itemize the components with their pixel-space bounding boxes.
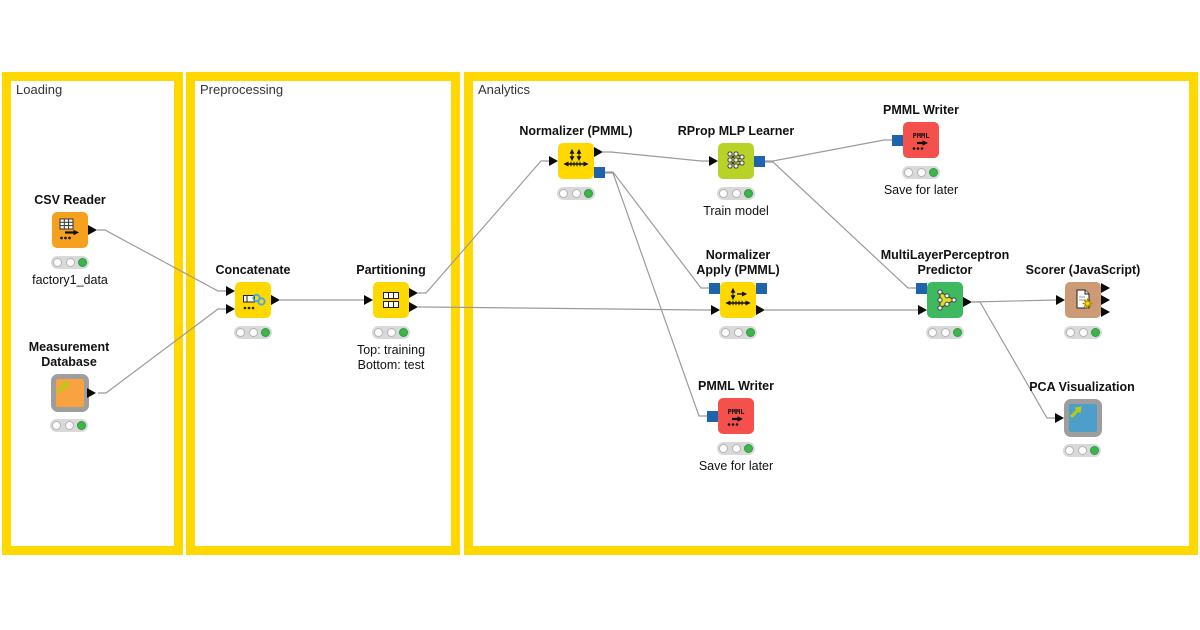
annotation-analytics-label: Analytics [478, 82, 531, 97]
node-partitioning[interactable]: Partitioning Top: training Bottom: test [356, 263, 425, 372]
traffic-light [234, 326, 272, 339]
traffic-light [50, 419, 88, 432]
output-port-pmml[interactable] [754, 156, 765, 167]
output-port[interactable] [963, 297, 972, 307]
traffic-light [926, 326, 964, 339]
input-port-data[interactable] [918, 305, 927, 315]
node-label: MultiLayerPerceptron Predictor [880, 248, 1010, 277]
connection-predictor-pca[interactable] [972, 301, 1055, 419]
node-rprop-mlp-learner[interactable]: RProp MLP Learner Train model [678, 124, 794, 218]
traffic-light [1064, 326, 1102, 339]
traffic-light [902, 166, 940, 179]
pmml-writer-icon: PMML [913, 132, 930, 150]
connection-normalizer-rprop[interactable] [603, 151, 709, 162]
concatenate-icon [243, 293, 266, 310]
traffic-light [717, 187, 755, 200]
traffic-light [717, 442, 755, 455]
svg-text:PMML: PMML [728, 408, 745, 416]
node-label: Normalizer (PMML) [519, 123, 633, 138]
node-label: PCA Visualization [1029, 379, 1135, 394]
node-comment: Top: training Bottom: test [356, 343, 426, 372]
node-label: PMML Writer [883, 102, 959, 117]
node-comment: Save for later [698, 459, 774, 473]
node-pca-visualization[interactable]: PCA Visualization [1029, 380, 1135, 457]
input-port-2[interactable] [226, 304, 235, 314]
component-arrow-icon [56, 381, 69, 394]
connection-partitioning-normalizer[interactable] [418, 160, 549, 294]
connection-measurementdb-concatenate[interactable] [98, 308, 226, 394]
node-label: CSV Reader [34, 192, 106, 207]
connection-rprop-predictor-pmml[interactable] [765, 161, 916, 289]
output-port-2[interactable] [1101, 295, 1110, 305]
svg-text:PMML: PMML [913, 132, 930, 140]
node-label: Scorer (JavaScript) [1025, 262, 1141, 277]
predictor-icon [937, 289, 957, 311]
connection-normalizer-normalizerapply-pmml[interactable] [605, 171, 709, 289]
node-measurement-database[interactable]: Measurement Database [29, 340, 109, 432]
input-port[interactable] [1055, 413, 1064, 423]
traffic-light [557, 187, 595, 200]
output-port[interactable] [88, 225, 97, 235]
scorer-icon [1076, 289, 1093, 309]
output-port-1[interactable] [1101, 283, 1110, 293]
node-mlp-predictor[interactable]: MultiLayerPerceptron Predictor [881, 248, 1009, 339]
connection-rprop-pmmlwritertop[interactable] [765, 139, 892, 162]
node-comment: Train model [703, 204, 769, 218]
output-port[interactable] [271, 295, 280, 305]
node-normalizer-apply[interactable]: Normalizer Apply (PMML) [696, 248, 780, 339]
input-port-pmml[interactable] [892, 135, 903, 146]
input-port-pmml[interactable] [709, 283, 720, 294]
input-port[interactable] [364, 295, 373, 305]
input-port-1[interactable] [226, 286, 235, 296]
node-normalizer-pmml[interactable]: Normalizer (PMML) [519, 124, 633, 200]
partitioning-icon [383, 292, 399, 308]
node-csv-reader[interactable]: CSV Reader factory1_data [32, 193, 108, 287]
output-port-data[interactable] [756, 305, 765, 315]
connection-normalizer-pmmlwriterbottom[interactable] [605, 172, 707, 417]
node-label: Partitioning [356, 262, 426, 277]
traffic-light [1063, 444, 1101, 457]
component-arrow-icon [1069, 406, 1082, 419]
node-pmml-writer-top[interactable]: PMML Writer PMML Save for later [883, 103, 959, 197]
output-port[interactable] [87, 388, 96, 398]
node-label: PMML Writer [698, 378, 774, 393]
traffic-light [719, 326, 757, 339]
connection-csvreader-concatenate[interactable] [97, 229, 226, 292]
input-port[interactable] [549, 156, 558, 166]
neural-network-icon [727, 151, 745, 169]
node-comment: Save for later [883, 183, 959, 197]
input-port[interactable] [1056, 295, 1065, 305]
connection-predictor-scorer[interactable] [971, 299, 1057, 303]
node-label: RProp MLP Learner [677, 123, 795, 138]
node-label: Normalizer Apply (PMML) [696, 248, 780, 277]
output-port-pmml[interactable] [594, 167, 605, 178]
output-port-pmml[interactable] [756, 283, 767, 294]
node-scorer-js[interactable]: Scorer (JavaScript) [1026, 263, 1140, 339]
annotation-loading-label: Loading [16, 82, 63, 97]
output-port-bottom[interactable] [409, 302, 418, 312]
input-port[interactable] [709, 156, 718, 166]
output-port-top[interactable] [409, 288, 418, 298]
node-comment: factory1_data [32, 273, 108, 287]
normalizer-apply-icon [725, 287, 751, 306]
input-port-pmml[interactable] [707, 411, 718, 422]
output-port-data[interactable] [594, 147, 603, 157]
connection-partitioning-normalizerapply[interactable] [418, 306, 711, 311]
traffic-light [372, 326, 410, 339]
node-concatenate[interactable]: Concatenate [215, 263, 291, 339]
input-port-data[interactable] [711, 305, 720, 315]
annotation-preprocessing-label: Preprocessing [200, 82, 284, 97]
node-label: Measurement Database [28, 340, 110, 369]
annotation-loading[interactable]: Loading [2, 72, 183, 555]
node-label: Concatenate [215, 262, 291, 277]
traffic-light [51, 256, 89, 269]
output-port-3[interactable] [1101, 307, 1110, 317]
input-port-pmml[interactable] [916, 283, 927, 294]
normalizer-icon [563, 148, 589, 167]
pmml-writer-icon: PMML [728, 408, 745, 426]
node-pmml-writer-bottom[interactable]: PMML Writer PMML Save for later [698, 379, 774, 473]
csv-table-icon [59, 218, 79, 240]
